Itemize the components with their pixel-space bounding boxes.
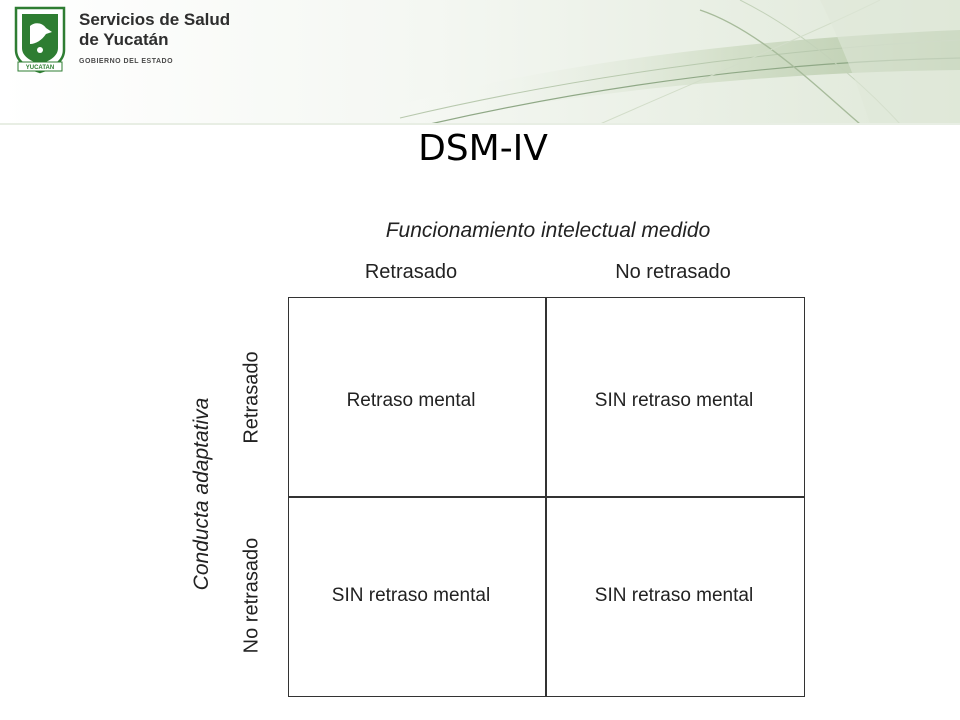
yucatan-shield-logo: YUCATAN (14, 6, 66, 74)
brand-line-3: GOBIERNO DEL ESTADO (79, 58, 174, 65)
brand-line-1: Servicios de Salud (79, 10, 231, 29)
svg-text:YUCATAN: YUCATAN (26, 65, 54, 71)
cell-no-retrasado-retrasado: SIN retraso mental (331, 585, 491, 606)
header-swoosh-graphic (0, 0, 960, 125)
row-header-retrasado: Retrasado (240, 351, 263, 444)
row-header-no-retrasado: No retrasado (240, 537, 263, 654)
header-banner: YUCATAN Servicios de Salud de Yucatán GO… (0, 0, 960, 128)
column-header-no-retrasado: No retrasado (615, 261, 731, 283)
top-axis-caption: Funcionamiento intelectual medido (385, 219, 711, 242)
column-header-retrasado: Retrasado (364, 261, 458, 283)
cell-no-retrasado-no-retrasado: SIN retraso mental (594, 585, 754, 606)
slide-title-text: DSM-IV (418, 128, 548, 169)
cell-retrasado-retrasado: Retraso mental (346, 390, 476, 411)
brand-line-2: de Yucatán (79, 30, 169, 49)
side-axis-caption: Conducta adaptativa (190, 397, 213, 591)
brand-text: Servicios de Salud de Yucatán GOBIERNO D… (79, 10, 230, 65)
slide-title: DSM-IV (0, 128, 960, 169)
cell-retrasado-no-retrasado: SIN retraso mental (594, 390, 754, 411)
grid-horizontal-divider (288, 496, 805, 498)
